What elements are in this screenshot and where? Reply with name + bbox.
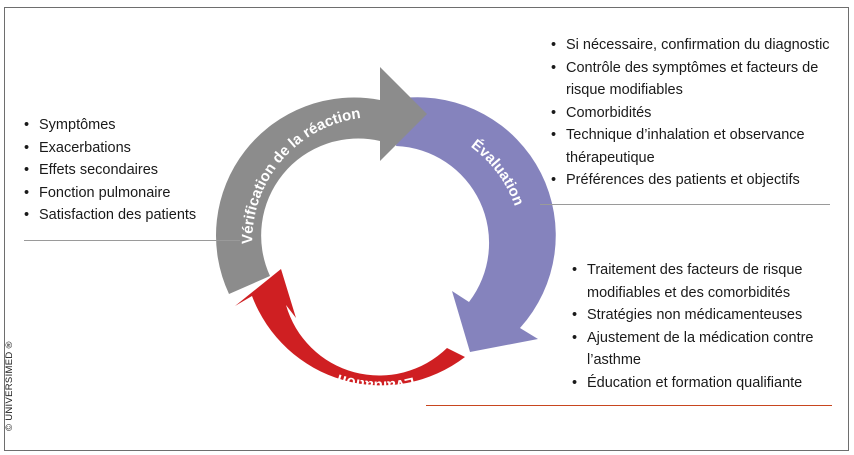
list-item: Technique d’inhalation et observance thé… [550,124,842,169]
copyright-credit: © UNIVERSIMED ® [4,341,15,431]
list-item: Préférences des patients et objectifs [550,169,842,192]
list-item: Effets secondaires [23,159,223,182]
list-bottom-right: Traitement des facteurs de risque modifi… [571,259,839,394]
list-item: Traitement des facteurs de risque modifi… [571,259,839,304]
list-item: Éducation et formation qualifiante [571,372,839,395]
separator-left [24,240,240,241]
list-item: Symptômes [23,114,223,137]
separator-bottom-right [426,405,832,406]
list-top-right: Si nécessaire, confirmation du diagnosti… [550,34,842,192]
list-item: Stratégies non médicamenteuses [571,304,839,327]
list-item: Comorbidités [550,102,842,125]
list-item: Exacerbations [23,137,223,160]
list-item: Contrôle des symptômes et facteurs de ri… [550,57,842,102]
segment-red [235,269,465,386]
list-left: SymptômesExacerbationsEffets secondaires… [23,114,223,227]
list-item: Fonction pulmonaire [23,182,223,205]
separator-top-right [540,204,830,205]
list-item: Ajustement de la médication contre l’ast… [571,327,839,372]
segment-grey [216,67,427,294]
list-item: Satisfaction des patients [23,204,223,227]
segment-purple [396,97,556,352]
list-item: Si nécessaire, confirmation du diagnosti… [550,34,842,57]
